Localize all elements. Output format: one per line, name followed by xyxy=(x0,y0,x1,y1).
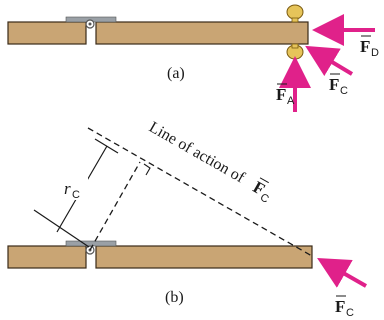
hinge-pin-center-a xyxy=(88,22,92,26)
wall-a xyxy=(7,21,87,45)
line-of-action-force-bar xyxy=(259,177,269,184)
label-rc-sub: C xyxy=(72,189,80,201)
perpendicular-line xyxy=(89,161,141,251)
knob-top-a xyxy=(286,4,304,20)
label-fd: F D xyxy=(360,35,379,59)
label-rc-letter: r xyxy=(64,179,71,198)
panel-a: (a) F A F C F D xyxy=(7,4,379,112)
force-arrow-fc-b xyxy=(317,258,367,288)
label-fa-sub: A xyxy=(287,95,295,107)
knob-stem-bottom-a xyxy=(291,43,299,49)
label-rc-bg xyxy=(62,176,88,200)
panel-b: r C Line of action of F C (b) F C xyxy=(7,119,367,319)
label-fa: F A xyxy=(276,83,295,107)
line-of-action-label: Line of action of F C xyxy=(146,119,271,206)
panel-a-label: (a) xyxy=(167,65,185,82)
panel-b-label: (b) xyxy=(165,289,184,306)
label-rc: r C xyxy=(62,176,88,201)
line-of-action xyxy=(87,127,313,257)
right-angle-marker xyxy=(143,163,151,176)
label-fc-a-letter: F xyxy=(329,75,339,94)
hinge-plate-b xyxy=(65,240,117,247)
knob-stem-top-a xyxy=(291,17,299,23)
force-arrow-fc-a xyxy=(305,45,354,77)
door-a xyxy=(95,21,309,45)
label-fd-letter: F xyxy=(360,37,370,56)
label-fc-b-sub: C xyxy=(346,307,354,319)
wall-b xyxy=(7,245,87,269)
label-fd-sub: D xyxy=(371,47,379,59)
line-of-action-text: Line of action of xyxy=(146,119,248,187)
label-fc-b: F C xyxy=(335,295,354,319)
label-fa-letter: F xyxy=(276,85,286,104)
label-fc-a-sub: C xyxy=(340,85,348,97)
door-b xyxy=(95,245,313,269)
lever-arm-tick-top xyxy=(94,138,119,154)
label-fc-b-letter: F xyxy=(335,297,345,316)
lever-arm-tick-bottom xyxy=(33,209,90,248)
label-fc-a: F C xyxy=(329,73,348,97)
